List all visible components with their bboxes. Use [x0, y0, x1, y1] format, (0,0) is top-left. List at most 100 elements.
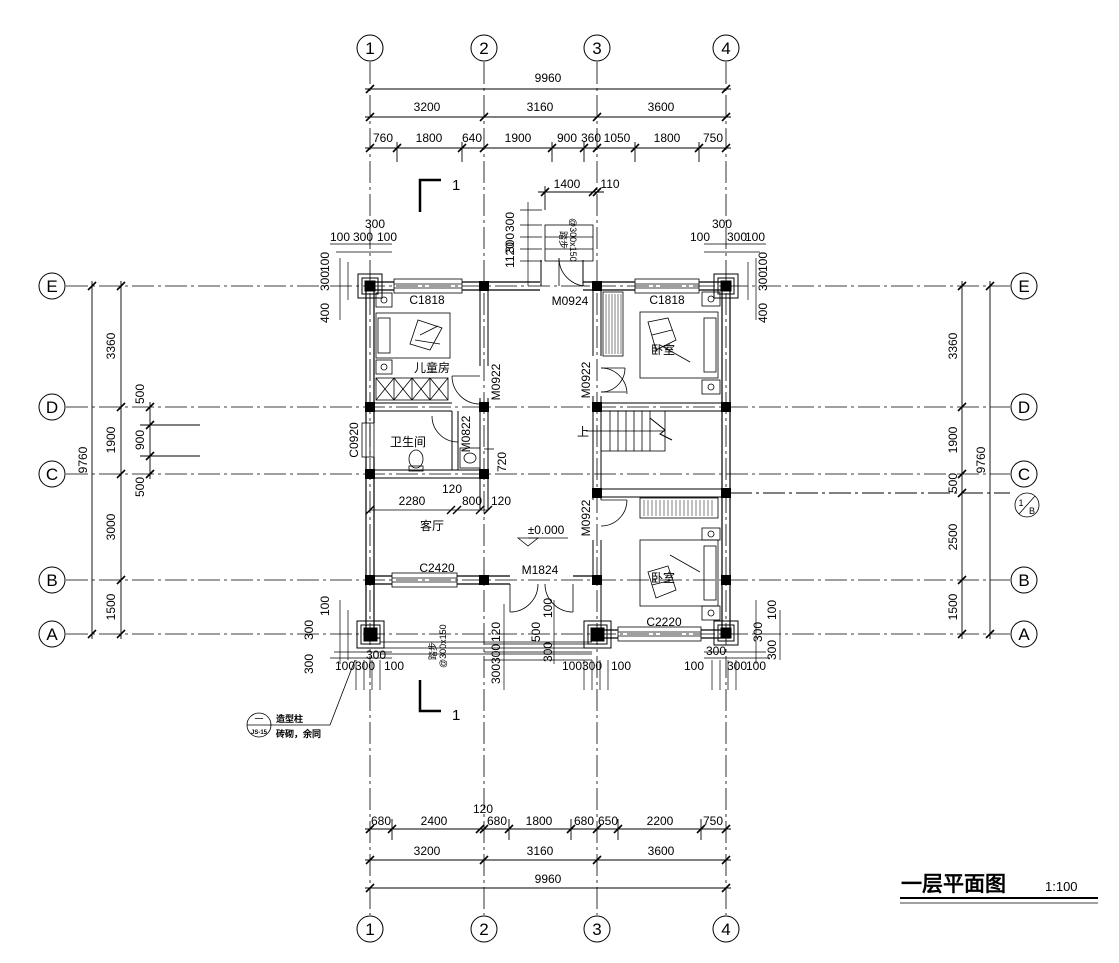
entry-steps-bottom: [380, 641, 592, 655]
left-dimension-texts: 9760 3360 1900 3000 1500 500 900 500: [76, 332, 147, 620]
axis-label-left-d: D: [46, 398, 58, 417]
room-bath-label: 卫生间: [390, 435, 426, 449]
door-m0924: M0924: [552, 294, 589, 308]
step-top-size: @300x150: [568, 218, 578, 262]
window-c1818-right: C1818: [649, 293, 685, 307]
dim-top-bay-1: 3200: [414, 100, 441, 114]
callout-text-1: 造型柱: [276, 713, 303, 724]
staircase: [586, 410, 673, 452]
dim-top-detail-4: 1900: [505, 131, 532, 145]
detail-reference-symbol: [1014, 492, 1040, 518]
dim-tr-v-400: 400: [756, 303, 770, 323]
exterior-walls: [365, 281, 731, 639]
dim-bc-100-a: 100: [562, 659, 582, 673]
callout-top-text: 一: [254, 714, 263, 724]
dim-bl-v-100300: 300: [302, 654, 316, 674]
dim-br-300-top: 300: [706, 644, 726, 658]
dim-tl-v-100: 100: [318, 252, 332, 272]
dim-br-100-a: 100: [684, 659, 704, 673]
corner-feature-columns: [356, 273, 739, 649]
room-children-label: 儿童房: [414, 360, 450, 375]
dim-top-detail-6: 360: [581, 131, 601, 145]
dim-tr-v-100: 100: [756, 252, 770, 272]
dim-tl-300: 300: [353, 230, 373, 244]
dim-hall-2280: 2280: [399, 494, 426, 508]
right-dimension-texts: 3360 1900 500 2500 1500 9760: [946, 332, 988, 620]
dim-top-detail-2: 1800: [416, 131, 443, 145]
top-dimension-lines: [365, 84, 731, 210]
dim-bc-100-b: 100: [611, 659, 631, 673]
dim-front-300-v2: 300: [489, 644, 503, 664]
dim-tl-300-top: 300: [365, 217, 385, 231]
elevation-marker: [516, 537, 568, 547]
dim-tr-v-300: 300: [756, 271, 770, 291]
axis-label-top-2: 2: [479, 39, 488, 58]
dim-bottom-detail-2: 2400: [421, 814, 448, 828]
step-notes: 踏步 @300x150 踏步 @300x150: [427, 218, 578, 668]
dim-tl-v-400: 400: [318, 303, 332, 323]
dim-front-300-b: 300: [541, 642, 555, 662]
dim-front-500: 500: [529, 622, 543, 642]
dim-tl-v-300: 300: [318, 271, 332, 291]
dim-top-bay-2: 3160: [527, 100, 554, 114]
opening-labels: C1818 C1818 M0924 M0922 M0922 M0922 M082…: [347, 293, 685, 629]
axis-label-left-c: C: [46, 465, 58, 484]
dim-br-v-300: 300: [751, 622, 765, 642]
drawing-scale: 1:100: [1045, 879, 1078, 894]
door-m0922-bed2: M0922: [579, 499, 593, 536]
right-dimension-lines: [730, 281, 1010, 639]
axis-label-top-4: 4: [721, 39, 730, 58]
dim-bl-v-100: 100: [318, 596, 332, 616]
section-marks: [418, 178, 441, 713]
dim-bottom-detail-8: 2200: [647, 814, 674, 828]
dim-left-detail-1: 500: [133, 384, 147, 404]
axis-labels: 1 2 3 4 1 2 3 4 E D C B A E D C B A: [46, 39, 1030, 939]
dim-tr-300: 300: [727, 230, 747, 244]
door-m0922-bed1: M0922: [579, 361, 593, 398]
dim-br-v-100300: 300: [765, 640, 779, 660]
dim-entry-gap: 110: [600, 177, 619, 191]
dim-tr-100-b: 100: [745, 230, 765, 244]
bottom-dimension-texts: 680 2400 120 680 1800 680 650 2200 750 3…: [371, 802, 723, 886]
dim-left-overall: 9760: [76, 446, 90, 473]
axis-label-right-b: B: [1018, 571, 1029, 590]
dim-left-bay-1: 3360: [104, 332, 118, 359]
dim-bottom-detail-3: 120: [473, 802, 493, 816]
dim-bl-v-300: 300: [302, 620, 316, 640]
dim-front-120: 120: [489, 622, 503, 642]
axis-label-bottom-3: 3: [592, 920, 601, 939]
feature-column-callout: [246, 659, 356, 738]
drawing-title: 一层平面图: [901, 872, 1006, 896]
dim-bath-720: 720: [495, 452, 509, 472]
step-top-label: 踏步: [558, 231, 569, 249]
axis-label-left-e: E: [46, 277, 57, 296]
stair-up-label: 上: [577, 425, 589, 439]
callout-text-2: 砖砌，余同: [276, 728, 321, 739]
room-labels: 儿童房 卫生间 客厅 卧室 卧室 上: [390, 342, 675, 585]
dim-bl-100-b: 100: [384, 659, 404, 673]
dim-br-300: 300: [727, 659, 747, 673]
living-dimension-lines: [365, 448, 494, 515]
bottom-dimension-lines: [365, 819, 731, 893]
window-c2420: C2420: [419, 561, 455, 575]
dim-hall-120a: 120: [442, 482, 462, 496]
axis-bubbles: [38, 34, 1038, 943]
dim-top-detail-1: 760: [373, 131, 393, 145]
axis-label-left-b: B: [46, 571, 57, 590]
dim-left-bay-3: 3000: [104, 513, 118, 540]
furniture: [375, 291, 721, 621]
dim-step-depth: 1120: [503, 242, 517, 268]
axis-label-bottom-2: 2: [479, 920, 488, 939]
room-bed2-label: 卧室: [651, 570, 675, 585]
left-dimension-lines: [87, 281, 200, 639]
axis-label-right-d: D: [1018, 398, 1030, 417]
dim-right-bay-4: 2500: [946, 523, 960, 550]
axis-label-top-1: 1: [365, 39, 374, 58]
entry-steps-top: [544, 224, 594, 262]
door-m0822: M0822: [459, 415, 473, 452]
dim-entry-width: 1400: [554, 177, 581, 191]
dim-bottom-detail-4: 680: [487, 814, 507, 828]
axis-label-left-a: A: [46, 625, 58, 644]
window-c1818-left: C1818: [409, 293, 445, 307]
dim-top-detail-5: 900: [557, 131, 577, 145]
